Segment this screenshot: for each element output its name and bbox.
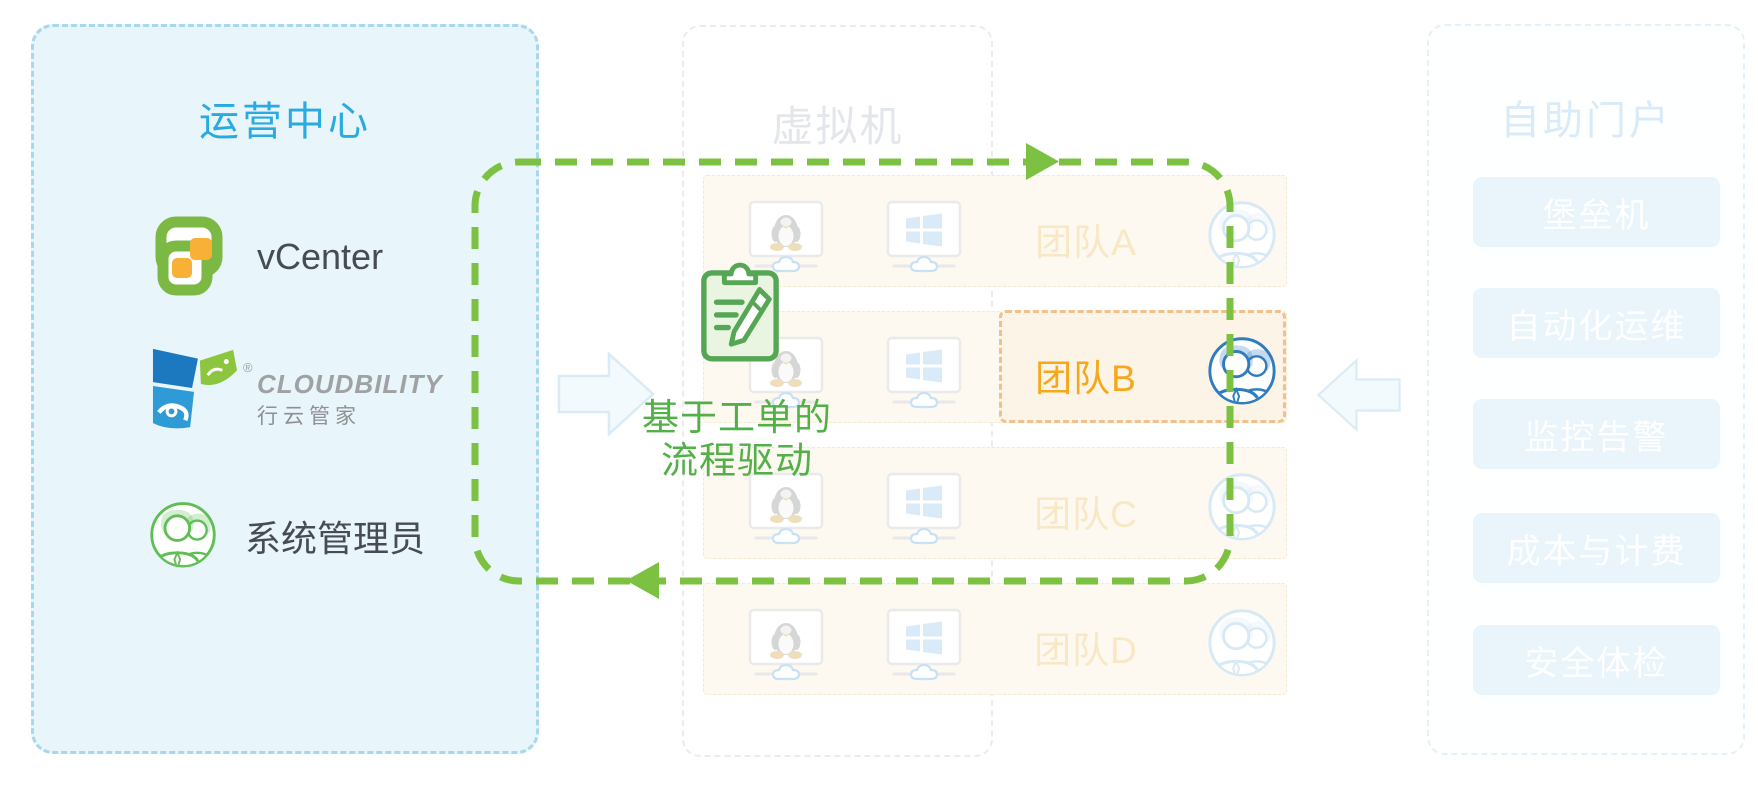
team-a-row: 团队A <box>703 175 1287 287</box>
team-a-people-icon <box>1205 189 1279 273</box>
cloudbility-brand-text: CLOUDBILITY <box>257 369 443 399</box>
linux-vm-icon <box>748 608 824 686</box>
windows-vm-icon <box>886 472 962 550</box>
cloudbility-logo-icon <box>151 341 239 431</box>
registered-trademark: ® <box>243 360 253 375</box>
team-d-people-icon <box>1205 597 1279 681</box>
operations-center-title: 运营中心 <box>199 100 371 144</box>
team-a-label: 团队A <box>1035 222 1137 263</box>
linux-vm-icon <box>748 472 824 550</box>
loop-arrowhead-left-icon <box>626 562 659 599</box>
windows-vm-icon <box>886 200 962 278</box>
flow-arrow-left-icon <box>1312 357 1406 433</box>
portal-button-monitoring[interactable]: 监控告警 <box>1473 399 1720 469</box>
workorder-caption-line2: 流程驱动 <box>661 440 813 481</box>
team-c-people-icon <box>1205 461 1279 545</box>
workorder-process-caption: 基于工单的 流程驱动 <box>612 396 862 482</box>
team-d-row: 团队D <box>703 583 1287 695</box>
cloudbility-chinese-name: 行云管家 <box>257 405 361 428</box>
self-service-portal-title: 自助门户 <box>1500 99 1672 143</box>
clipboard-workorder-icon <box>699 256 781 364</box>
operations-center-panel: 运营中心 <box>31 24 539 754</box>
workorder-caption-line1: 基于工单的 <box>642 397 832 438</box>
portal-button-billing[interactable]: 成本与计费 <box>1473 513 1720 583</box>
portal-button-security[interactable]: 安全体检 <box>1473 625 1720 695</box>
team-b-people-icon <box>1205 325 1279 409</box>
virtual-machines-title: 虚拟机 <box>771 103 904 150</box>
windows-vm-icon <box>886 336 962 414</box>
portal-button-bastion[interactable]: 堡垒机 <box>1473 177 1720 247</box>
windows-vm-icon <box>886 608 962 686</box>
vcenter-logo-icon <box>152 216 232 296</box>
vcenter-label: vCenter <box>257 236 384 277</box>
sysadmin-people-icon <box>147 491 219 571</box>
team-b-label: 团队B <box>1035 358 1137 399</box>
team-d-label: 团队D <box>1034 630 1138 671</box>
team-c-label: 团队C <box>1034 494 1138 535</box>
sysadmin-label: 系统管理员 <box>245 518 426 559</box>
portal-button-automation[interactable]: 自动化运维 <box>1473 288 1720 358</box>
